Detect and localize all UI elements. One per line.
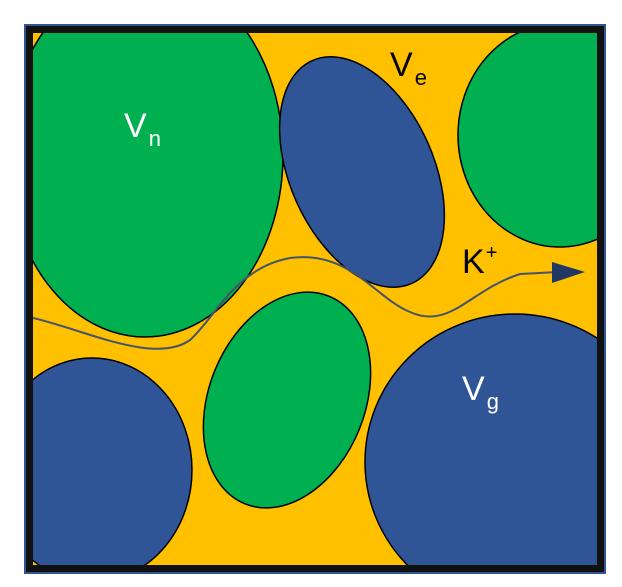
potassium-diffusion-path [33, 256, 559, 350]
label-glial-volume: Vg [462, 370, 499, 414]
glial-cell-bottom-left [33, 357, 193, 565]
label-potassium-sup: + [486, 242, 498, 264]
label-neuron-sub: n [149, 126, 161, 151]
label-extracellular-base: V [390, 46, 413, 84]
neuron-cell-top-right [457, 33, 597, 248]
glial-cell-center-top [278, 56, 446, 288]
glial-cell-bottom-right [364, 313, 597, 565]
neuron-cell-center-bottom [202, 291, 372, 509]
label-glial-base: V [462, 370, 485, 408]
label-glial-sub: g [487, 389, 499, 414]
label-neuron-volume: Vn [124, 107, 161, 151]
label-potassium-base: K [462, 243, 485, 281]
path-arrow-head [552, 262, 585, 283]
label-neuron-base: V [124, 107, 147, 145]
label-potassium-ion: K+ [462, 242, 497, 281]
label-extracellular-sub: e [415, 65, 427, 90]
label-extracellular-volume: Ve [390, 46, 427, 90]
